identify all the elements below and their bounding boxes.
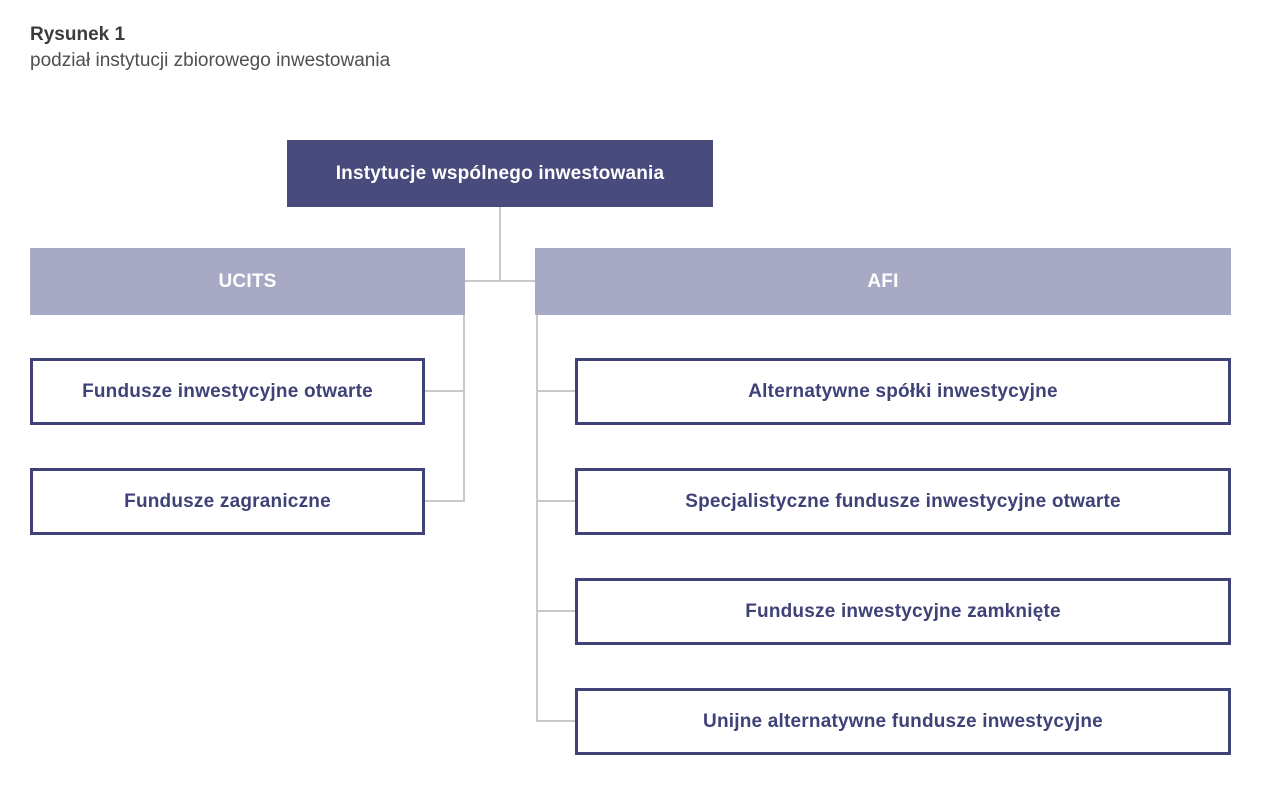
node-afi-child-4: Unijne alternatywne fundusze inwestycyjn…	[575, 688, 1231, 755]
connector-ucits-branch-2	[425, 500, 463, 502]
node-afi-child-3: Fundusze inwestycyjne zamknięte	[575, 578, 1231, 645]
connector-afi-branch-2	[538, 500, 575, 502]
connector-root-vertical	[499, 207, 501, 281]
connector-afi-branch-4	[538, 720, 575, 722]
connector-afi-trunk	[536, 315, 538, 722]
connector-ucits-branch-1	[425, 390, 463, 392]
figure-caption: podział instytucji zbiorowego inwestowan…	[30, 50, 391, 71]
node-ucits-child-1: Fundusze inwestycyjne otwarte	[30, 358, 425, 425]
connector-afi-branch-1	[538, 390, 575, 392]
figure-header: Rysunek 1 podział instytucji zbiorowego …	[30, 22, 390, 74]
node-afi: AFI	[535, 248, 1231, 315]
node-ucits: UCITS	[30, 248, 465, 315]
connector-afi-branch-3	[538, 610, 575, 612]
figure-label: Rysunek 1	[30, 24, 126, 45]
node-ucits-child-2: Fundusze zagraniczne	[30, 468, 425, 535]
connector-ucits-trunk	[463, 315, 465, 502]
node-afi-child-2: Specjalistyczne fundusze inwestycyjne ot…	[575, 468, 1231, 535]
connector-root-horizontal	[464, 280, 536, 282]
node-afi-child-1: Alternatywne spółki inwestycyjne	[575, 358, 1231, 425]
node-root: Instytucje wspólnego inwestowania	[287, 140, 713, 207]
